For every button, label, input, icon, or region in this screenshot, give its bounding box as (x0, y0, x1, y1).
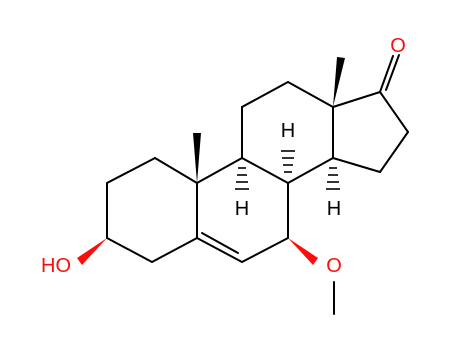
hydroxyl-label: HO (41, 255, 71, 277)
bond (241, 157, 289, 184)
h8-hashed-wedge (281, 150, 295, 173)
bond (287, 81, 334, 108)
bond (241, 81, 289, 108)
bond (151, 237, 198, 263)
bond (379, 131, 409, 173)
hydroxyl-group: HO (41, 238, 107, 277)
bond (332, 157, 381, 173)
ring-a (106, 157, 198, 263)
oxo-label: O (390, 35, 406, 57)
h14-hashed-wedge (326, 167, 340, 190)
methoxy-group: O (288, 238, 342, 315)
carbonyl-bond-inner (385, 54, 400, 91)
bond (106, 157, 156, 184)
methoxy-oxygen-label: O (326, 255, 342, 277)
c19-methyl-wedge (193, 133, 201, 183)
double-bond-inner (201, 232, 239, 254)
bond (287, 157, 334, 184)
hydroxyl-wedge (77, 238, 107, 265)
double-bond (196, 237, 243, 263)
ring-b (196, 157, 289, 263)
h14-label: H (327, 198, 341, 220)
bond (241, 237, 289, 263)
ring-c (241, 81, 334, 184)
bond (332, 91, 381, 108)
bond (154, 157, 198, 184)
h8-label: H (281, 120, 295, 142)
ketone-group: O (379, 35, 406, 93)
h9-hashed-wedge (235, 167, 249, 190)
carbonyl-bond (379, 55, 394, 93)
bond (379, 91, 409, 133)
methoxy-wedge (288, 238, 318, 265)
ring-d (332, 91, 409, 173)
bond (106, 237, 153, 263)
bond (196, 157, 243, 184)
h9-label: H (235, 198, 249, 220)
c18-methyl-wedge (333, 57, 345, 107)
